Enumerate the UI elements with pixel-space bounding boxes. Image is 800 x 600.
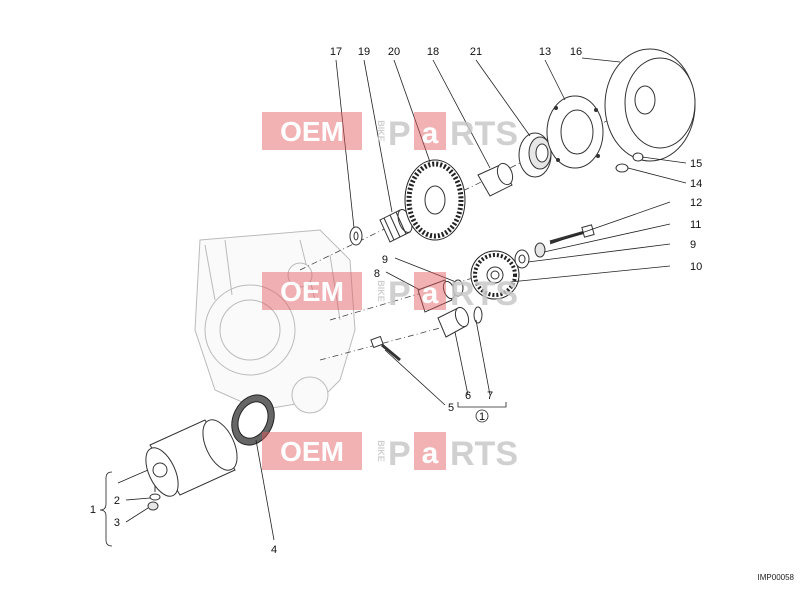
watermark-a: a	[422, 277, 439, 310]
gasket-ring	[231, 394, 275, 446]
callout-14: 14	[690, 178, 702, 190]
watermark-p: P	[388, 115, 411, 153]
idler-gear-part-10	[470, 250, 520, 300]
starter-clutch-ring-part-13	[546, 95, 604, 169]
callout-5: 5	[448, 402, 454, 414]
shaft-part-8	[417, 279, 456, 313]
watermark-p: P	[388, 275, 411, 313]
callout-13: 13	[539, 46, 551, 58]
callout-18: 18	[427, 46, 439, 58]
callout-circle	[475, 409, 489, 423]
callout-21: 21	[470, 46, 482, 58]
watermark-p: P	[388, 435, 411, 473]
starter-nut-washer	[147, 493, 161, 511]
circlip-part-7	[473, 306, 483, 324]
callout-3: 3	[114, 517, 120, 529]
callout-17: 17	[330, 46, 342, 58]
watermark-bike: BIKE	[376, 440, 386, 462]
callout-7: 7	[487, 390, 493, 402]
washer-part-9-lower	[452, 279, 464, 297]
callout-8: 8	[374, 268, 380, 280]
leader-lines	[99, 57, 687, 547]
washer-part-9-upper	[514, 249, 530, 269]
watermark-middle: OEM BIKE P a RTS	[262, 272, 518, 313]
watermark-top: OEM BIKE P a RTS	[262, 112, 518, 153]
callout-11: 11	[690, 219, 701, 231]
watermark-rts: RTS	[450, 275, 518, 313]
callout-1: 1	[90, 504, 96, 516]
callout-10: 10	[690, 261, 702, 273]
watermark-a: a	[422, 117, 439, 150]
callout-9-left: 9	[382, 254, 388, 266]
callout-19: 19	[358, 46, 370, 58]
drawing-code: IMP00058	[758, 573, 795, 582]
callout-20: 20	[388, 46, 400, 58]
dowel-part-15	[632, 152, 644, 162]
callout-labels: 17 19 20 18 21 13 16 15 14 12 11 9 10 9 …	[90, 46, 702, 556]
bushing-part-18	[477, 162, 514, 197]
screw-part-5	[370, 335, 401, 362]
watermark-bike: BIKE	[376, 280, 386, 302]
washer-part-17	[349, 226, 363, 246]
watermark-oem: OEM	[280, 276, 344, 307]
large-gear-part-20	[404, 159, 466, 241]
callout-12: 12	[690, 197, 702, 209]
callout-1-circled: 1	[479, 411, 485, 423]
watermark-bottom: OEM BIKE P a RTS	[262, 432, 518, 473]
starter-motor	[145, 419, 238, 497]
callout-6: 6	[465, 390, 471, 402]
callout-9-right: 9	[690, 239, 696, 251]
callout-16: 16	[570, 46, 582, 58]
watermark-rts: RTS	[450, 115, 518, 153]
flywheel-part-16	[604, 48, 696, 162]
callout-2: 2	[114, 495, 120, 507]
callout-4: 4	[271, 544, 277, 556]
watermark-rts: RTS	[450, 435, 518, 473]
watermark-a: a	[422, 437, 439, 470]
pinion-gear-part-6	[437, 306, 470, 338]
freewheel-hub-part-21	[518, 132, 552, 178]
engine-case	[194, 229, 356, 414]
watermark-bike: BIKE	[376, 120, 386, 142]
dowel-part-14	[615, 163, 629, 173]
bolt-part-12	[549, 224, 595, 244]
callout-15: 15	[690, 158, 702, 170]
washer-part-11	[534, 242, 546, 258]
watermark-oem: OEM	[280, 436, 344, 467]
watermark-oem: OEM	[280, 116, 344, 147]
